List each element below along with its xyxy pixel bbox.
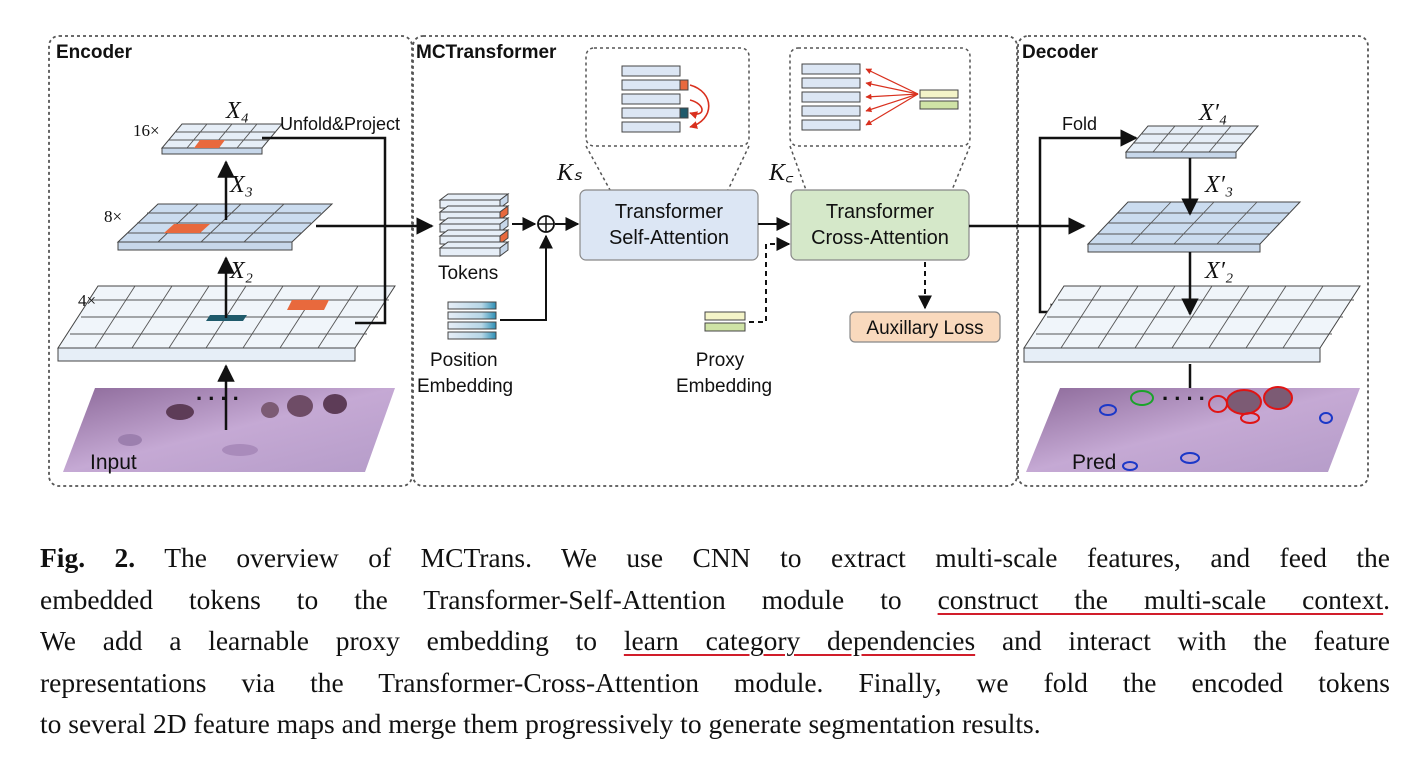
prediction-image [1026,386,1360,472]
x2-label: X₂ [229,258,253,284]
x2p-label: X′₂ [1204,258,1233,284]
position-label-1: Position [430,350,498,371]
cross-attention-label-1: Transformer [826,201,935,223]
caption-underline-1: construct the multi-scale context [937,583,1384,615]
caption-underline-2: learn category dependencies [623,625,976,656]
unfold-path [262,136,387,325]
decoder-frame [1017,35,1369,487]
dots-encoder: . . . . [196,380,239,405]
fold-path [1038,129,1138,226]
fold-label: Fold [1062,114,1097,134]
kc-label: K꜀ [768,160,794,186]
decoder-map-x4 [1124,125,1260,159]
proxy-label-1: Proxy [696,350,745,371]
caption-line-4: representations via the Transformer-Cros… [40,666,1390,698]
figure-caption: Fig. 2. The overview of MCTrans. We use … [40,537,1390,745]
self-attention-label-1: Transformer [615,201,724,223]
scale-16x-label: 16× [133,121,160,140]
caption-text-3a: We add a learnable proxy embedding to [40,625,598,656]
mctrans-overview-diagram: Encoder MCTransformer Decoder Input [48,35,1369,487]
self-attention-zoom-icon [621,65,710,133]
input-image [63,388,395,472]
position-label-2: Embedding [417,376,513,397]
decoder-map-x3 [1086,201,1302,253]
self-attention-label-2: Self-Attention [609,227,729,249]
caption-text-2b: . [1383,583,1390,615]
caption-line-2: embedded tokens to the Transformer-Self-… [40,579,1390,621]
caption-line-5: to several 2D feature maps and merge the… [40,708,1041,739]
decoder-title: Decoder [1022,42,1099,63]
cross-attention-label-2: Cross-Attention [811,227,949,249]
scale-8x-label: 8× [104,207,122,226]
arrow-pos-to-add [500,234,553,321]
caption-text-1: The overview of MCTrans. We use CNN to e… [164,542,1390,573]
dots-decoder: . . . . [1162,380,1205,405]
caption-text-2a: embedded tokens to the Transformer-Self-… [40,583,902,615]
auxiliary-loss-label: Auxillary Loss [866,318,983,339]
auxiliary-loss-block [849,311,1001,343]
unfold-project-label: Unfold&Project [280,114,400,134]
add-node [537,215,555,233]
mctransformer-title: MCTransformer [416,42,557,63]
tokens-label: Tokens [438,263,498,284]
scale-4x-label: 4× [78,291,96,310]
arrow-proxy-to-cross [749,237,791,323]
caption-line-1: Fig. 2. The overview of MCTrans. We use … [40,537,1390,579]
x3-label: X₃ [229,172,253,198]
caption-figure-label: Fig. 2. [40,542,136,573]
decoder-map-x2 [1023,285,1361,363]
feature-map-16x [160,123,284,155]
encoder-title: Encoder [56,42,133,63]
cross-attention-zoom-icon [801,63,959,131]
x3p-label: X′₃ [1204,172,1233,198]
tokens-icon [438,193,510,257]
input-label: Input [90,451,137,474]
caption-text-3b: and interact with the feature [1001,625,1391,656]
ks-label: Kₛ [556,160,583,186]
x4p-label: X′₄ [1198,100,1227,126]
x4-label: X₄ [225,98,249,124]
caption-line-3: We add a learnable proxy embedding to le… [40,620,1390,662]
feature-map-8x [116,203,334,251]
proxy-label-2: Embedding [676,376,772,397]
pred-label: Pred [1072,451,1116,474]
position-embedding-icon [447,301,497,340]
proxy-embedding-icon [704,311,746,332]
